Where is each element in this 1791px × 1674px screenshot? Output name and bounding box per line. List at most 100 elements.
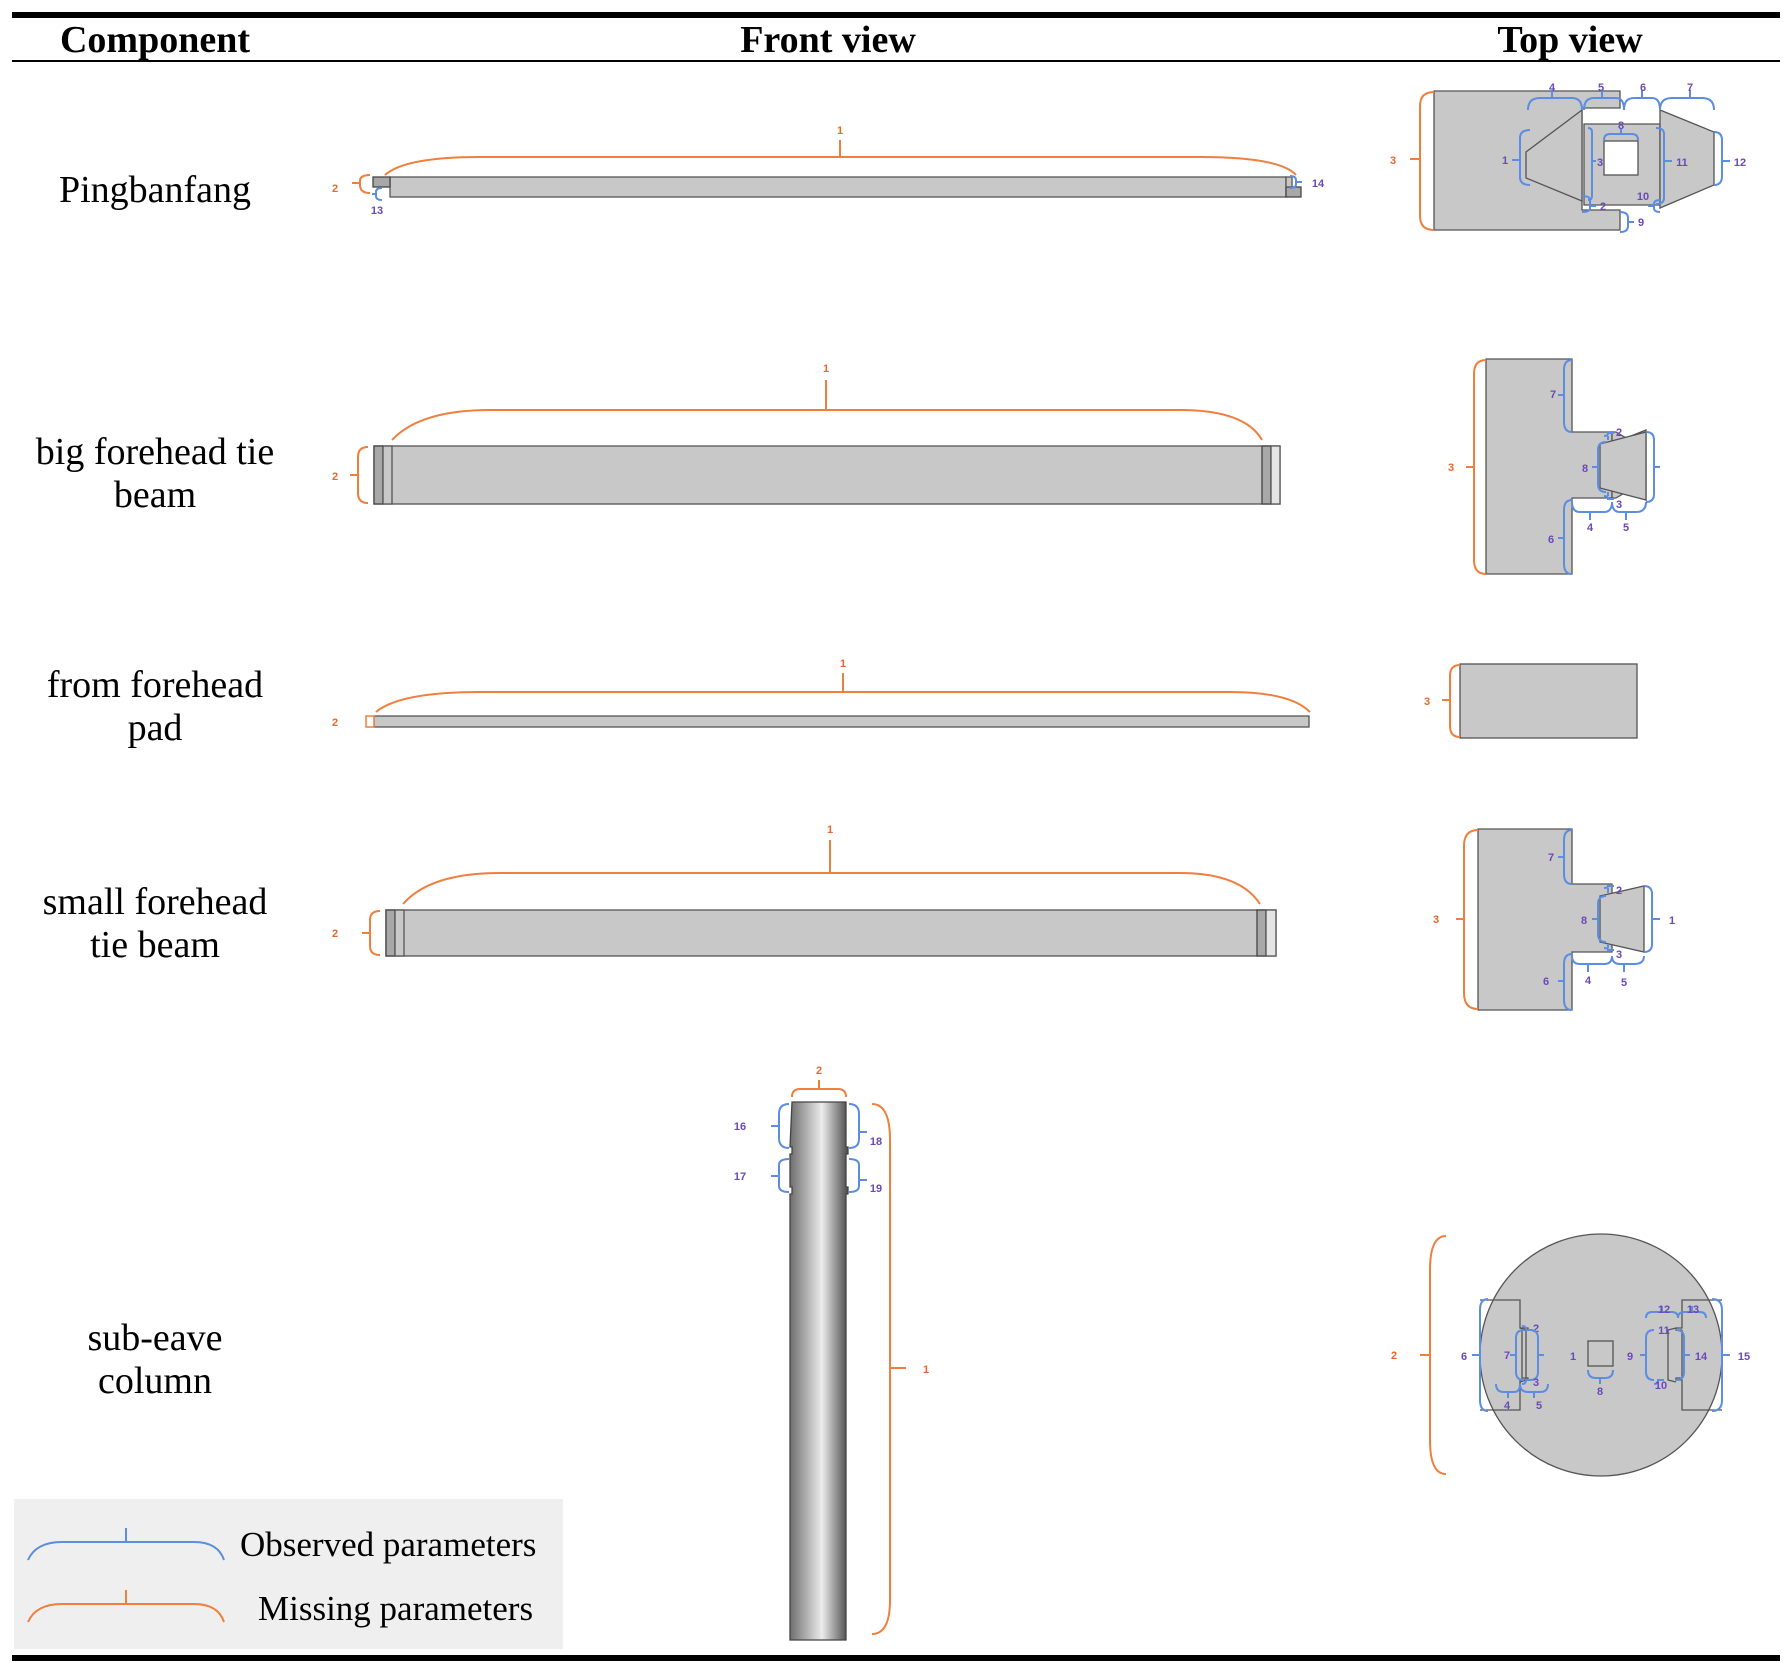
missing-bracket-height: [352, 174, 371, 194]
observed-bracket: [1510, 1329, 1525, 1381]
param-label: 18: [870, 1136, 882, 1148]
observed-bracket: [1558, 359, 1573, 433]
observed-bracket: [1675, 1329, 1690, 1381]
observed-bracket: [1558, 953, 1573, 1011]
param-label: 4: [1587, 522, 1594, 534]
observed-bracket: [1587, 127, 1596, 201]
missing-bracket-length: [384, 140, 1297, 176]
observed-bracket: [1592, 895, 1607, 943]
param-label: 2: [816, 1065, 822, 1077]
param-label: 1: [840, 658, 846, 670]
small-forehead-left-end2: [394, 909, 405, 957]
small-forehead-front-view: 1 2: [332, 824, 1277, 957]
observed-bracket: [1711, 1298, 1730, 1412]
legend-missing-bracket: [27, 1590, 225, 1623]
observed-bracket: [1648, 199, 1661, 213]
pingbanfang-right-step: [1285, 176, 1293, 188]
observed-bracket: [1645, 431, 1660, 503]
missing-bracket-width: [1410, 91, 1435, 231]
param-label: 7: [1504, 1350, 1510, 1362]
param-label: 8: [1618, 120, 1624, 132]
legend-observed-label: Observed parameters: [240, 1525, 536, 1564]
small-forehead-right-end2: [1265, 909, 1277, 957]
param-label: 3: [1390, 155, 1396, 167]
param-label: 8: [1582, 463, 1588, 475]
pingbanfang-top-dovetail-left: [1525, 108, 1583, 202]
param-label: 11: [1676, 157, 1688, 169]
param-label: 1: [1570, 1351, 1576, 1363]
observed-bracket: [1521, 1325, 1532, 1331]
param-label: 10: [1655, 1380, 1667, 1392]
param-label: 1: [827, 824, 833, 836]
legend: Observed parameters Missing parameters: [14, 1499, 563, 1649]
observed-bracket: [771, 1103, 790, 1149]
param-label: 3: [1616, 949, 1622, 961]
param-label: 1: [823, 363, 829, 375]
big-forehead-right-end2: [1270, 445, 1281, 505]
missing-bracket-length: [391, 380, 1263, 441]
param-label: 1: [1669, 915, 1675, 927]
param-label: 2: [1616, 885, 1622, 897]
param-label: 7: [1548, 852, 1554, 864]
big-forehead-left-end2: [382, 445, 393, 505]
missing-bracket-width: [1466, 359, 1487, 575]
pingbanfang-top-view: 3 4 5 6 7 1 8 3 11 12 2 10 9: [1390, 82, 1746, 233]
observed-bracket: [1603, 128, 1639, 141]
param-label: 3: [1597, 157, 1603, 169]
param-label: 2: [332, 471, 338, 483]
param-label: 9: [1627, 1351, 1633, 1363]
sub-eave-front-view: 2 16 17 18 19 1: [734, 1065, 929, 1641]
component-name-pingbanfang: Pingbanfang: [59, 169, 251, 211]
param-label: 9: [1638, 217, 1644, 229]
observed-bracket: [848, 1103, 867, 1149]
param-label: 8: [1581, 915, 1587, 927]
from-forehead-pad: [373, 715, 1310, 728]
param-label: 1: [837, 125, 843, 137]
param-label: 19: [870, 1183, 882, 1195]
component-name-sub-eave-line2: column: [98, 1360, 212, 1402]
pingbanfang-top-mortise: [1603, 140, 1639, 176]
param-label: 12: [1658, 1304, 1670, 1316]
component-name-from-forehead-line1: from forehead: [47, 664, 263, 706]
param-label: 10: [1637, 191, 1649, 203]
pingbanfang-front-view: 1 2 13 14: [332, 125, 1325, 217]
observed-bracket: [1512, 129, 1531, 186]
big-forehead-beam: [373, 445, 1281, 505]
observed-bracket: [771, 1158, 790, 1193]
param-label: 3: [1616, 499, 1622, 511]
param-label: 2: [1391, 1350, 1397, 1362]
observed-bracket: [1640, 1329, 1655, 1381]
param-label: 4: [1549, 82, 1556, 94]
from-forehead-front-view: 1 2: [332, 658, 1311, 729]
observed-bracket: [848, 1158, 867, 1193]
missing-bracket-top: [791, 1080, 847, 1098]
pingbanfang-left-tenon: [372, 176, 391, 188]
observed-bracket: [1603, 944, 1614, 951]
observed-bracket: [1619, 211, 1634, 233]
component-name-small-forehead-line1: small forehead: [43, 881, 268, 923]
legend-missing-label: Missing parameters: [258, 1589, 533, 1628]
param-label: 16: [734, 1121, 746, 1133]
header-component: Component: [60, 19, 250, 61]
param-label: 5: [1598, 82, 1604, 94]
from-forehead-top-view: 3: [1424, 663, 1638, 739]
param-label: 2: [1616, 427, 1622, 439]
missing-bracket-length: [375, 673, 1311, 713]
observed-bracket: [1713, 131, 1730, 186]
param-label: 3: [1533, 1377, 1539, 1389]
observed-bracket: [1289, 175, 1302, 189]
big-forehead-right-end: [1261, 445, 1272, 505]
observed-bracket: [1603, 432, 1614, 440]
param-label: 3: [1433, 914, 1439, 926]
missing-bracket-diameter: [1420, 1235, 1447, 1475]
observed-bracket: [1558, 829, 1573, 885]
observed-bracket: [372, 187, 383, 201]
param-label: 6: [1461, 1351, 1467, 1363]
small-forehead-top-view: 3 7 2 8 1 3 4 5 6: [1433, 828, 1675, 1011]
param-label: 2: [332, 717, 338, 729]
missing-bracket-height: [350, 446, 369, 504]
param-label: 3: [1448, 462, 1454, 474]
observed-bracket: [1519, 1383, 1549, 1398]
param-label: 8: [1597, 1386, 1603, 1398]
observed-bracket: [1603, 492, 1614, 500]
